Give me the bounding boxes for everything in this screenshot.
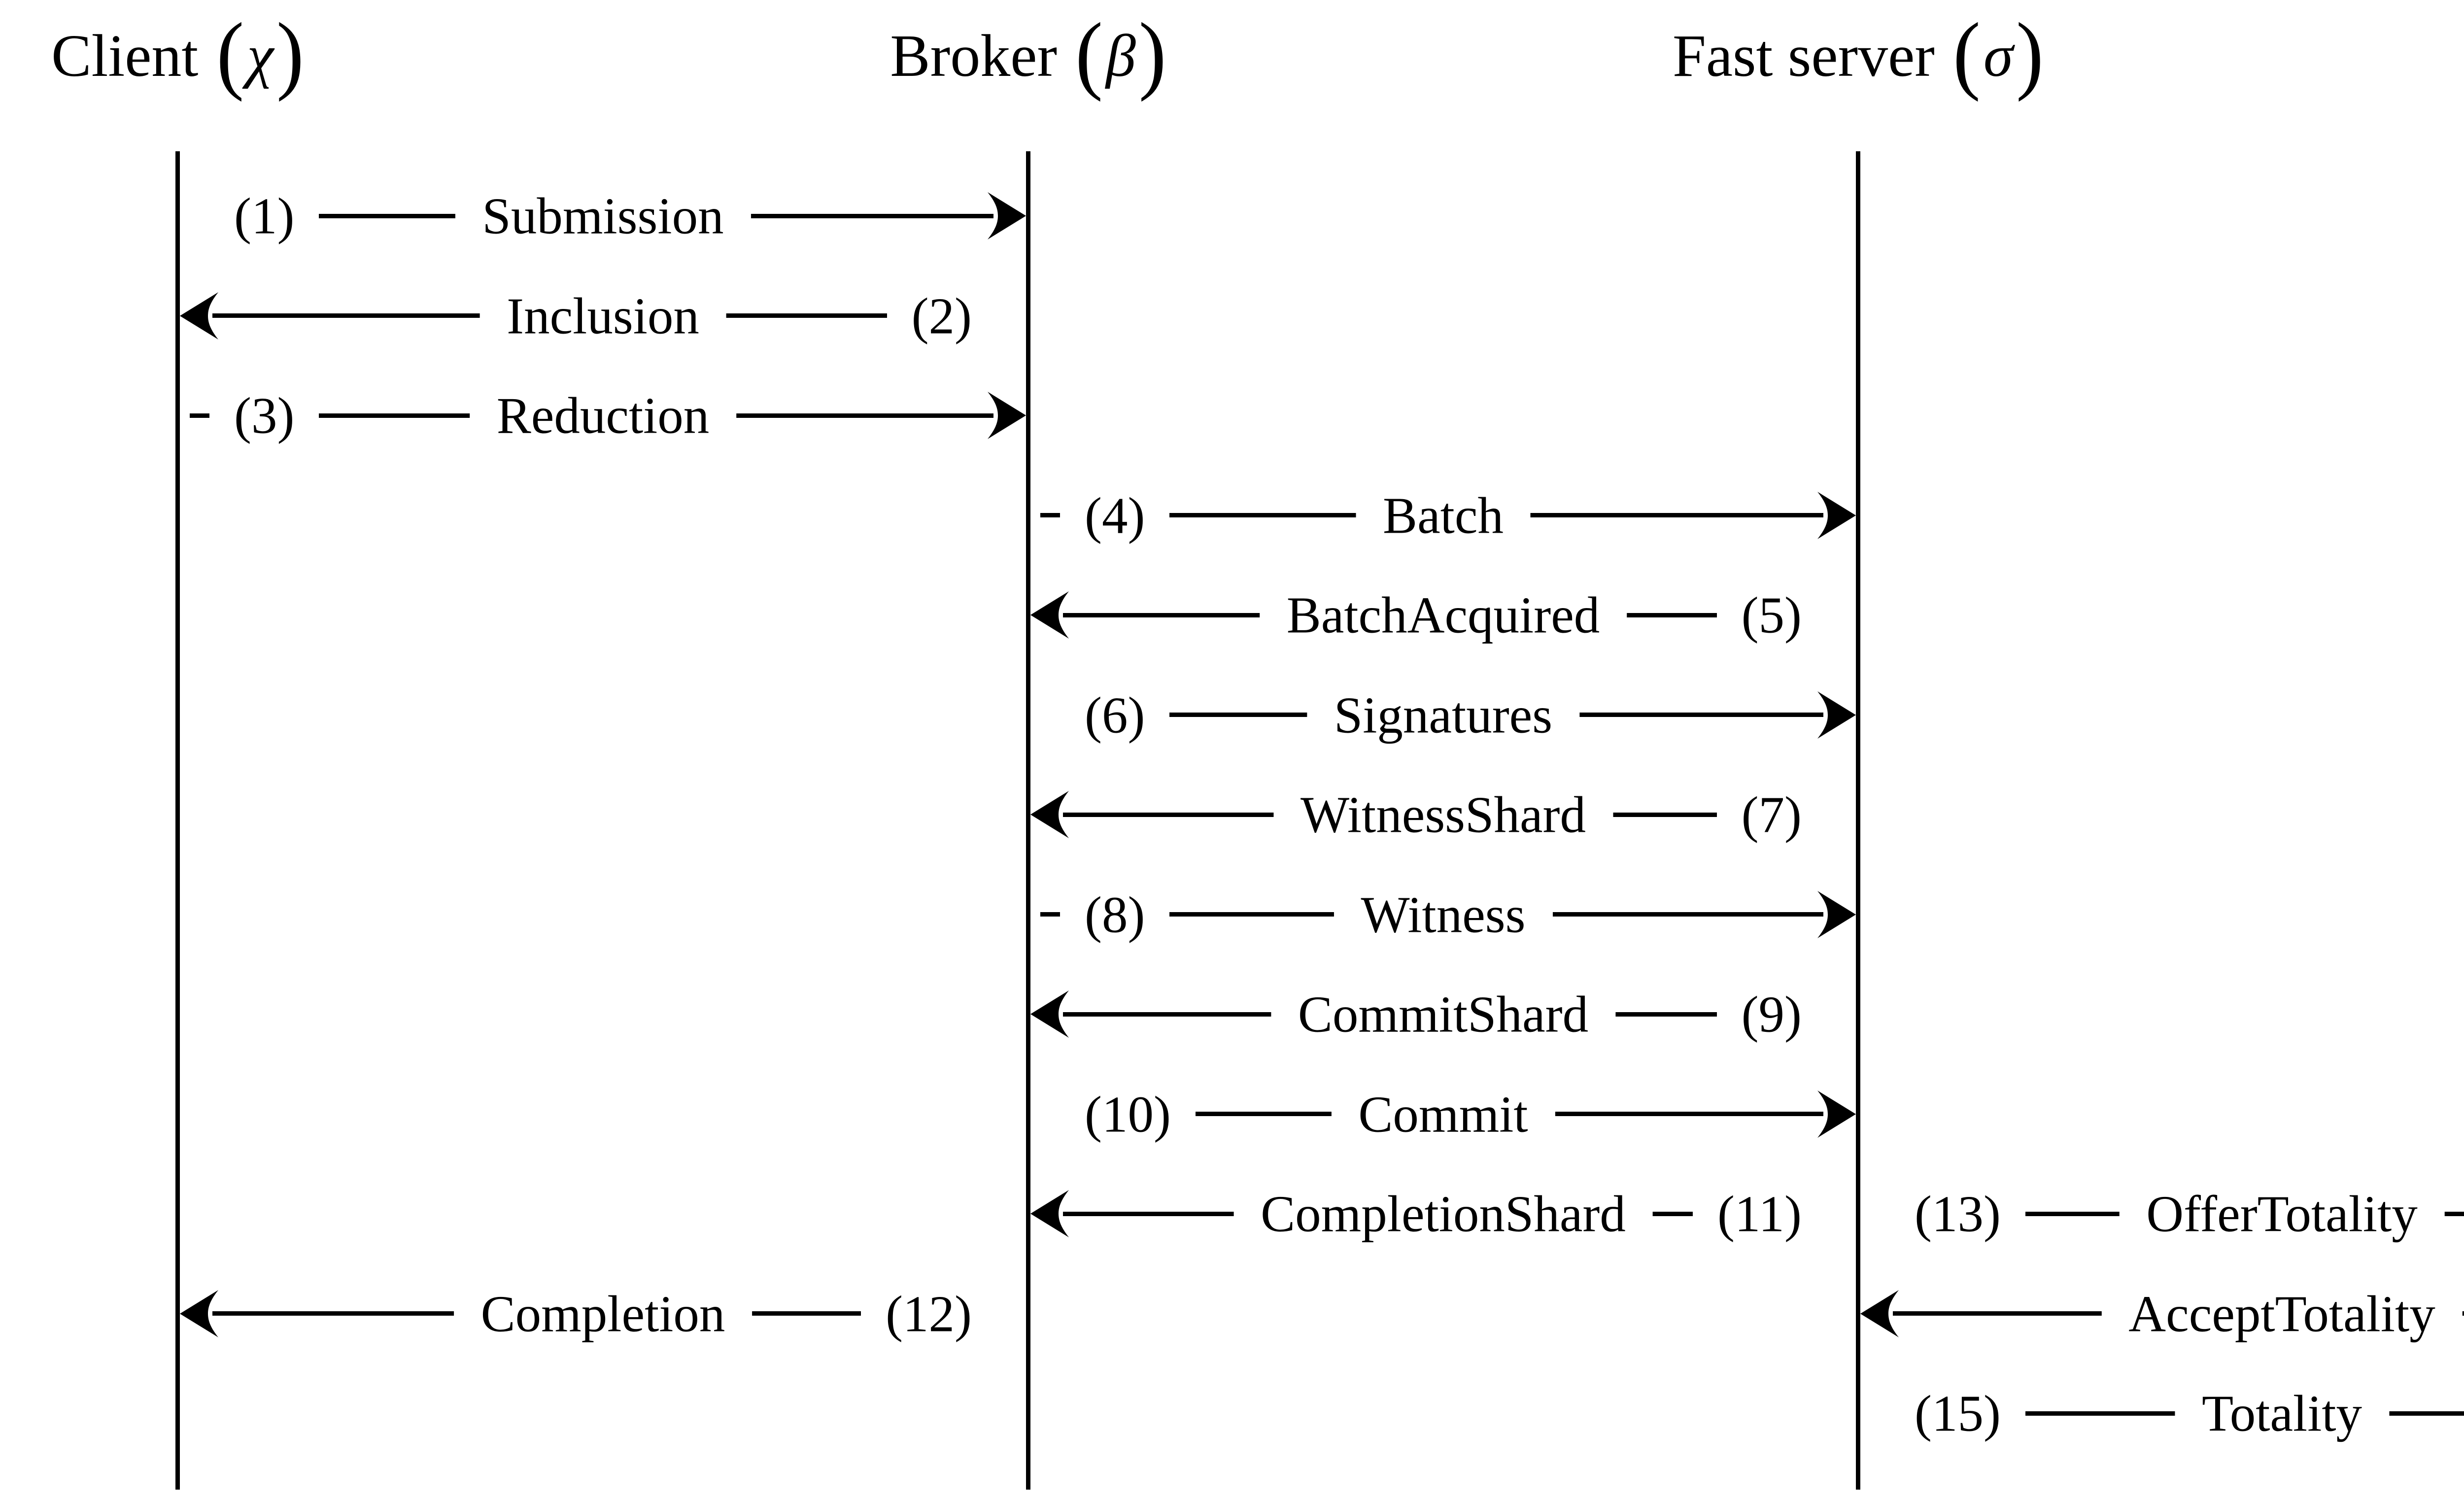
open-paren: (	[216, 4, 244, 102]
message-row: (9) CommitShard	[1030, 975, 1856, 1054]
message-number: (12)	[861, 1287, 996, 1340]
message-row: (7) WitnessShard	[1030, 775, 1856, 854]
actor-header-1: Broker (β)	[890, 5, 1166, 105]
arrowhead-left-icon	[1030, 790, 1069, 839]
message-number: (13)	[1890, 1187, 2025, 1241]
message-number: (7)	[1716, 787, 1826, 842]
actor-symbol: σ	[1983, 23, 2014, 89]
message-row: (13) OfferTotality	[1860, 1174, 2464, 1253]
arrowhead-left-icon	[1030, 989, 1069, 1039]
close-paren: )	[1138, 4, 1166, 102]
message-row: (11) CompletionShard	[1030, 1174, 1856, 1253]
message-row: (12) Completion	[180, 1274, 1026, 1353]
actor-symbol: β	[1105, 23, 1136, 89]
actor-name: Broker	[890, 23, 1058, 89]
arrowhead-left-icon	[1860, 1289, 1899, 1338]
message-label: WitnessShard	[1273, 787, 1613, 842]
arrowhead-left-icon	[180, 1289, 218, 1338]
message-label: BatchAcquired	[1259, 588, 1627, 642]
message-number: (10)	[1060, 1087, 1196, 1141]
message-label: Batch	[1356, 488, 1531, 542]
message-number: (8)	[1060, 887, 1170, 941]
message-row: (6) Signatures	[1030, 676, 1856, 754]
message-number: (6)	[1060, 688, 1170, 742]
arrowhead-right-icon	[1817, 690, 1856, 740]
message-label: CommitShard	[1270, 987, 1616, 1041]
close-paren: )	[2016, 4, 2044, 102]
actor-symbol: χ	[247, 23, 274, 89]
message-row: (1) Submission	[180, 176, 1026, 255]
message-label: Inclusion	[479, 289, 726, 342]
message-label: AcceptTotality	[2101, 1287, 2463, 1340]
arrowhead-right-icon	[1817, 890, 1856, 939]
message-row: (4) Batch	[1030, 476, 1856, 555]
arrowhead-left-icon	[180, 291, 218, 340]
message-label: Totality	[2174, 1386, 2390, 1440]
message-row: (10) Commit	[1030, 1075, 1856, 1154]
actor-name: Client	[51, 23, 199, 89]
lifeline-1	[1026, 151, 1030, 1490]
message-row: (3) Reduction	[180, 376, 1026, 455]
message-number: (4)	[1060, 488, 1170, 542]
actor-header-0: Client (χ)	[51, 5, 304, 105]
message-row: (2) Inclusion	[180, 276, 1026, 355]
message-label: Completion	[453, 1287, 753, 1340]
message-label: Reduction	[469, 388, 737, 443]
message-row: (14)AcceptTotality	[1860, 1274, 2464, 1353]
message-number: (5)	[1716, 588, 1826, 642]
lifeline-2	[1856, 151, 1860, 1490]
message-label: CompletionShard	[1233, 1187, 1653, 1241]
message-number: (15)	[1890, 1386, 2025, 1440]
message-row: (5) BatchAcquired	[1030, 576, 1856, 654]
message-row: (8) Witness	[1030, 875, 1856, 954]
arrowhead-right-icon	[1817, 1089, 1856, 1139]
message-number: (2)	[887, 289, 996, 342]
message-number: (11)	[1692, 1187, 1826, 1241]
lifeline-0	[175, 151, 180, 1490]
arrowhead-right-icon	[988, 391, 1026, 440]
open-paren: (	[1075, 4, 1103, 102]
message-number: (1)	[209, 189, 319, 243]
message-label: Signatures	[1306, 688, 1580, 742]
actor-name: Fast server	[1673, 23, 1935, 89]
arrowhead-right-icon	[988, 191, 1026, 240]
message-label: Submission	[455, 189, 751, 243]
open-paren: (	[1952, 4, 1981, 102]
message-number: (9)	[1716, 987, 1826, 1041]
arrowhead-left-icon	[1030, 590, 1069, 640]
arrowhead-right-icon	[1817, 491, 1856, 540]
message-row: (15) Totality	[1860, 1374, 2464, 1453]
close-paren: )	[276, 4, 304, 102]
arrowhead-left-icon	[1030, 1189, 1069, 1238]
actor-header-2: Fast server (σ)	[1673, 5, 2044, 105]
message-label: OfferTotality	[2119, 1187, 2445, 1241]
message-label: Commit	[1331, 1087, 1555, 1141]
message-number: (3)	[209, 388, 319, 443]
message-label: Witness	[1334, 887, 1553, 941]
